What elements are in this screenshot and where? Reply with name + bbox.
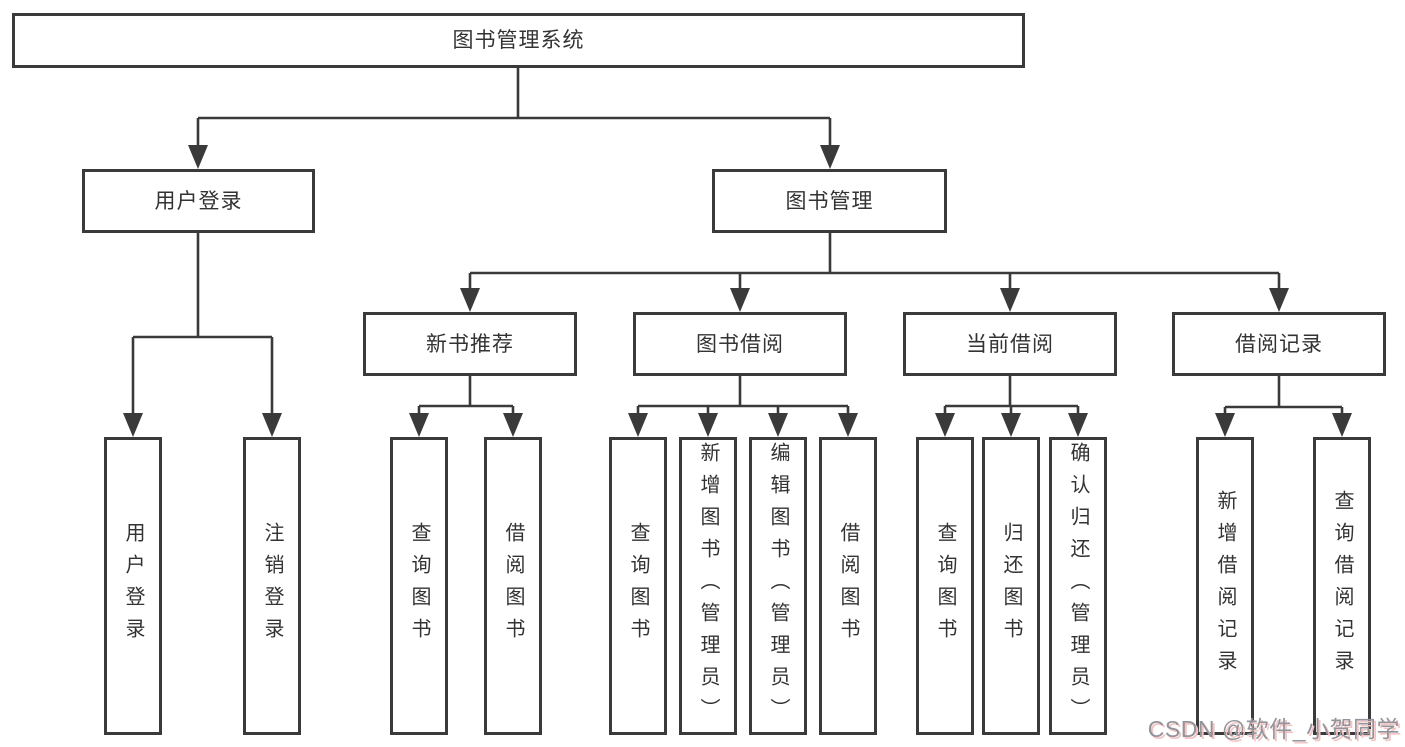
node-label: 图书借阅	[696, 332, 784, 356]
node-user-login-branch: 用户登录	[82, 169, 315, 233]
node-label: 查询图书	[934, 522, 956, 650]
node-label: 用户登录	[122, 522, 144, 650]
leaf-confirm-return-admin: 确认归还（管理员）	[1049, 437, 1107, 735]
node-label: 查询图书	[408, 522, 430, 650]
watermark-text: CSDN @软件_小贺同学	[1147, 716, 1400, 742]
node-label: 确认归还（管理员）	[1067, 442, 1089, 730]
node-label: 当前借阅	[966, 332, 1054, 356]
node-label: 借阅图书	[837, 522, 859, 650]
node-library-system: 图书管理系统	[12, 13, 1025, 68]
node-book-borrowing: 图书借阅	[633, 312, 847, 376]
leaf-logout: 注销登录	[243, 437, 301, 735]
node-label: 借阅图书	[502, 522, 524, 650]
leaf-query-books-borrowing: 查询图书	[609, 437, 667, 735]
leaf-add-book-admin: 新增图书（管理员）	[679, 437, 737, 735]
node-new-book-recommend: 新书推荐	[363, 312, 577, 376]
node-label: 新增图书（管理员）	[697, 442, 719, 730]
node-current-borrowing: 当前借阅	[903, 312, 1117, 376]
node-label: 用户登录	[154, 189, 243, 213]
leaf-borrow-books-recommend: 借阅图书	[484, 437, 542, 735]
leaf-query-books-current: 查询图书	[916, 437, 974, 735]
leaf-edit-book-admin: 编辑图书（管理员）	[749, 437, 807, 735]
leaf-query-borrow-record: 查询借阅记录	[1313, 437, 1371, 735]
node-book-management-branch: 图书管理	[712, 169, 947, 233]
node-label: 编辑图书（管理员）	[767, 442, 789, 730]
node-label: 图书管理系统	[452, 29, 585, 52]
node-label: 查询图书	[627, 522, 649, 650]
leaf-user-login: 用户登录	[104, 437, 162, 735]
node-label: 注销登录	[261, 522, 283, 650]
node-label: 新书推荐	[426, 332, 514, 356]
node-label: 借阅记录	[1235, 332, 1323, 356]
leaf-add-borrow-record: 新增借阅记录	[1196, 437, 1254, 735]
leaf-query-books-recommend: 查询图书	[390, 437, 448, 735]
node-label: 图书管理	[785, 189, 874, 213]
node-label: 归还图书	[1000, 522, 1022, 650]
node-label: 查询借阅记录	[1331, 490, 1353, 682]
leaf-return-book: 归还图书	[982, 437, 1040, 735]
node-borrowing-records: 借阅记录	[1172, 312, 1386, 376]
node-label: 新增借阅记录	[1214, 490, 1236, 682]
leaf-borrow-books-borrowing: 借阅图书	[819, 437, 877, 735]
